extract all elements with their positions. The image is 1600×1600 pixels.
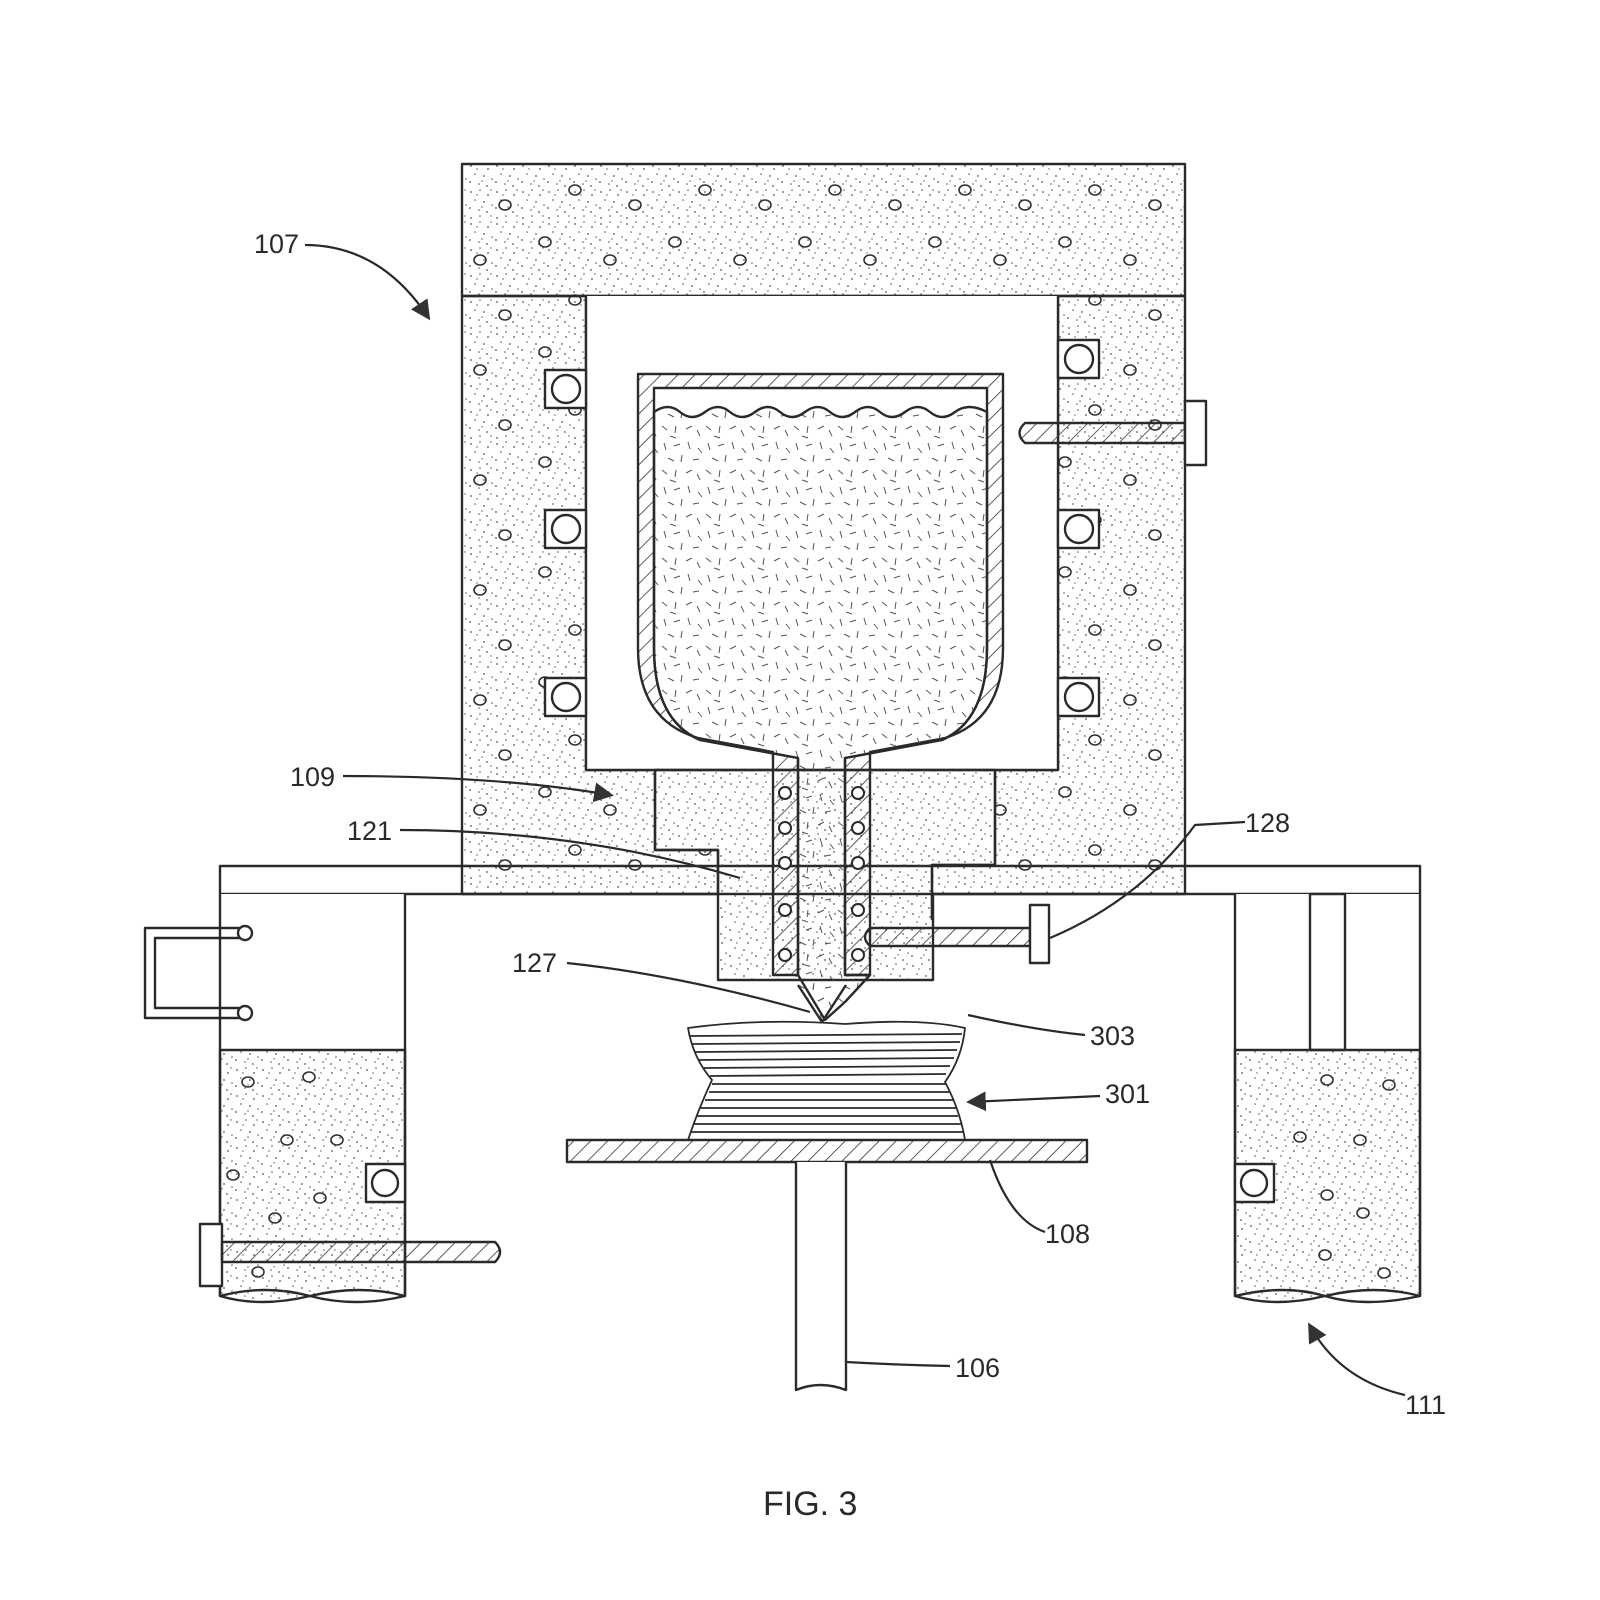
ref-label-109: 109 — [290, 762, 335, 792]
leader-106 — [845, 1360, 951, 1368]
leader-303 — [967, 1013, 1086, 1037]
heater-elements — [543, 338, 1101, 718]
leader-108 — [988, 1159, 1046, 1234]
ref-label-303: 303 — [1090, 1021, 1135, 1051]
gas-line — [863, 903, 1051, 965]
leader-109 — [342, 774, 614, 803]
left-handle-bracket — [143, 924, 254, 1022]
leader-127 — [566, 961, 811, 1014]
left-support-column — [218, 894, 407, 1304]
leader-107 — [304, 243, 431, 321]
leader-111 — [1308, 1322, 1406, 1397]
right-support-column — [1233, 892, 1422, 1304]
printed-part — [687, 1020, 966, 1141]
ref-label-106: 106 — [955, 1353, 1000, 1383]
induction-coil — [778, 786, 865, 962]
build-plate — [565, 1138, 1089, 1164]
leader-121 — [399, 828, 741, 880]
ref-label-111: 111 — [1405, 1390, 1446, 1420]
leader-301 — [966, 1091, 1101, 1112]
left-rod — [198, 1222, 502, 1288]
leader-128 — [1049, 820, 1246, 940]
ref-label-121: 121 — [347, 816, 392, 846]
molten-metal — [652, 405, 989, 1022]
right-rod — [1018, 399, 1208, 467]
ref-label-128: 128 — [1245, 808, 1290, 838]
furnace-lid — [460, 162, 1187, 298]
ref-label-107: 107 — [254, 229, 299, 259]
support-shaft — [794, 1162, 848, 1392]
ref-label-127: 127 — [512, 948, 557, 978]
ref-label-108: 108 — [1045, 1219, 1090, 1249]
ref-label-301: 301 — [1105, 1079, 1150, 1109]
figure-caption: FIG. 3 — [763, 1485, 857, 1523]
crucible — [636, 372, 1005, 977]
